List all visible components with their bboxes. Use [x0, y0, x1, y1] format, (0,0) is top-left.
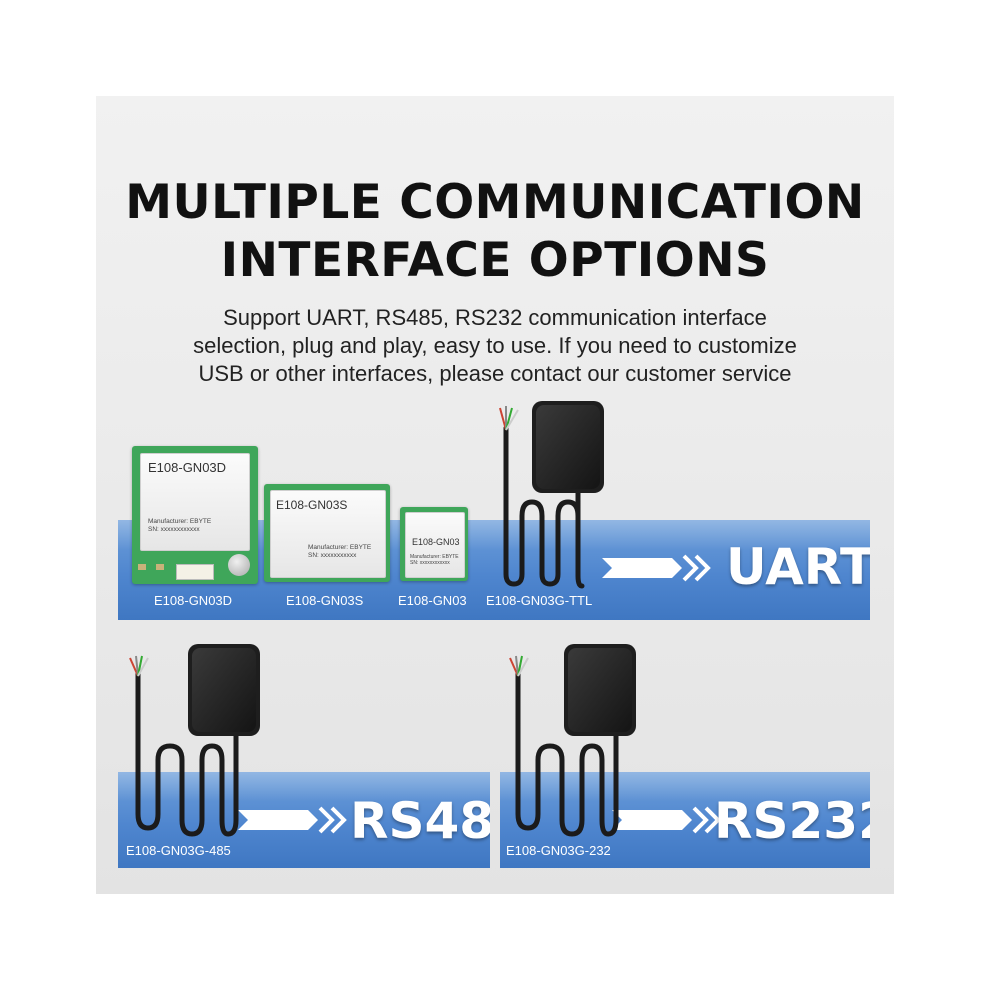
module-e108-gn03d: E108-GN03D Manufacturer: EBYTE SN: xxxxx… — [132, 446, 258, 584]
shield-can — [270, 490, 386, 578]
module-name: E108-GN03 — [412, 537, 460, 547]
module-name: E108-GN03S — [276, 498, 348, 512]
double-arrow-icon — [612, 806, 721, 834]
manufacturer-line: Manufacturer: EBYTE — [308, 544, 372, 551]
rs232-label: RS232 — [714, 792, 870, 850]
page-title: MULTIPLE COMMUNICATION INTERFACE OPTIONS — [96, 174, 894, 290]
module-caption-gn03d: E108-GN03D — [154, 593, 233, 608]
module-e108-gn03s: E108-GN03S Manufacturer: EBYTE SN: xxxxx… — [264, 484, 390, 582]
title-line-1: MULTIPLE COMMUNICATION — [125, 175, 865, 230]
rs485-label: RS485 — [350, 792, 490, 850]
uart-label: UART — [726, 538, 870, 596]
uart-band: UART E108-GN03D E108-GN03S E108-GN03 E10… — [118, 520, 870, 620]
connector — [176, 564, 214, 580]
shield-can — [405, 512, 465, 578]
manufacturer-text: Manufacturer: EBYTE SN: xxxxxxxxxxxx — [148, 518, 211, 534]
antenna-ttl — [499, 401, 604, 589]
manufacturer-line: Manufacturer: EBYTE — [410, 554, 459, 560]
antenna-rs232 — [509, 644, 636, 837]
module-e108-gn03: E108-GN03 Manufacturer: EBYTE SN: xxxxxx… — [400, 507, 468, 581]
module-name: E108-GN03D — [148, 460, 227, 475]
led-pad — [156, 564, 164, 570]
product-banner: MULTIPLE COMMUNICATION INTERFACE OPTIONS… — [96, 96, 894, 894]
module-caption-485: E108-GN03G-485 — [126, 843, 231, 858]
antenna-rs485 — [129, 644, 260, 837]
led-pad — [138, 564, 146, 570]
manufacturer-text: Manufacturer: EBYTE SN: xxxxxxxxxxxx — [410, 554, 459, 567]
title-line-2: INTERFACE OPTIONS — [220, 233, 770, 288]
manufacturer-line: Manufacturer: EBYTE — [148, 518, 212, 525]
subtitle-line-1: Support UART, RS485, RS232 communication… — [223, 305, 767, 330]
module-caption-gn03s: E108-GN03S — [286, 593, 364, 608]
serial-line: SN: xxxxxxxxxxxx — [148, 526, 200, 534]
module-caption-ttl: E108-GN03G-TTL — [486, 593, 593, 608]
module-caption-232: E108-GN03G-232 — [506, 843, 611, 858]
serial-line: SN: xxxxxxxxxxxx — [410, 560, 450, 567]
subtitle: Support UART, RS485, RS232 communication… — [136, 304, 854, 388]
subtitle-line-3: USB or other interfaces, please contact … — [198, 361, 792, 386]
serial-line: SN: xxxxxxxxxxx — [308, 552, 357, 560]
manufacturer-text: Manufacturer: EBYTE SN: xxxxxxxxxxx — [308, 544, 371, 560]
double-arrow-icon — [602, 554, 711, 582]
module-caption-gn03: E108-GN03 — [398, 593, 467, 608]
subtitle-line-2: selection, plug and play, easy to use. I… — [193, 333, 797, 358]
battery-cell — [228, 554, 250, 576]
shield-can — [140, 453, 250, 551]
double-arrow-icon — [238, 806, 347, 834]
